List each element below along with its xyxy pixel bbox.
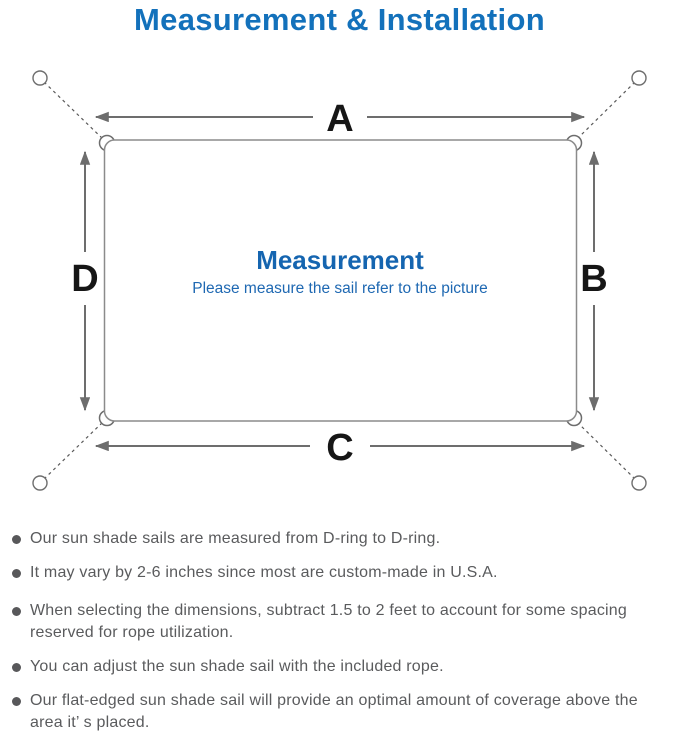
list-item: When selecting the dimensions, subtract … (12, 600, 671, 644)
dimension-label-d: D (71, 258, 98, 300)
rope-line-top-left (43, 81, 105, 141)
sail-diagram-svg: A B C D Measurement Please measure the s… (32, 70, 647, 491)
rope-line-bottom-right (575, 420, 636, 480)
list-item: It may vary by 2-6 inches since most are… (12, 562, 671, 584)
notes-list: Our sun shade sails are measured from D-… (12, 528, 671, 746)
note-text: Our sun shade sails are measured from D-… (30, 530, 441, 547)
dimension-label-b: B (580, 258, 607, 300)
bullet-icon (12, 697, 21, 706)
rope-line-top-right (575, 81, 636, 141)
bullet-icon (12, 535, 21, 544)
diagram-center-subtitle: Please measure the sail refer to the pic… (192, 280, 488, 297)
list-item: You can adjust the sun shade sail with t… (12, 656, 671, 678)
list-item: Our flat-edged sun shade sail will provi… (12, 690, 671, 734)
bullet-icon (12, 663, 21, 672)
list-item: Our sun shade sails are measured from D-… (12, 528, 671, 550)
diagram-center-title: Measurement (256, 245, 424, 275)
rope-line-bottom-left (43, 420, 105, 480)
note-text: When selecting the dimensions, subtract … (30, 602, 627, 641)
measurement-diagram: A B C D Measurement Please measure the s… (32, 70, 647, 491)
anchor-point-top-right (631, 70, 647, 86)
anchor-point-bottom-left (32, 475, 48, 491)
dimension-label-c: C (326, 427, 353, 469)
anchor-point-bottom-right (631, 475, 647, 491)
dimension-label-a: A (326, 98, 353, 140)
bullet-icon (12, 607, 21, 616)
bullet-icon (12, 569, 21, 578)
note-text: Our flat-edged sun shade sail will provi… (30, 692, 638, 731)
sail-outline (103, 139, 578, 422)
anchor-point-top-left (32, 70, 48, 86)
page-title: Measurement & Installation (134, 2, 545, 37)
note-text: It may vary by 2-6 inches since most are… (30, 564, 498, 581)
note-text: You can adjust the sun shade sail with t… (30, 658, 444, 675)
